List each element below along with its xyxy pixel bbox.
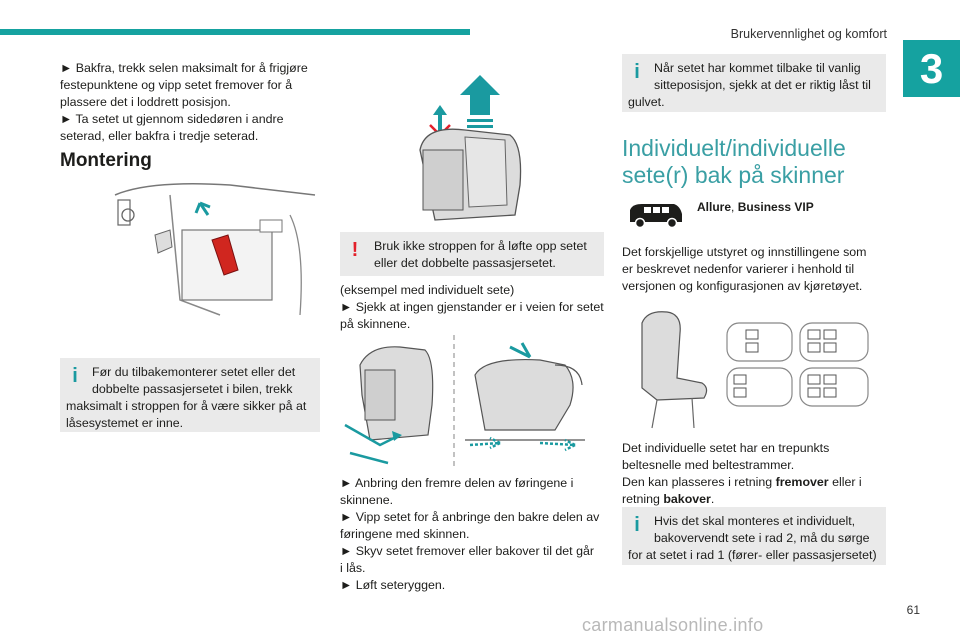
text-line: ► Skyv setet fremover eller bakover til …: [340, 544, 594, 558]
text-line: sitteposisjon, sjekk at det er riktig lå…: [654, 78, 871, 92]
dir-backward: bakover: [663, 492, 711, 506]
text-line: ► Vipp setet for å anbringe den bakre de…: [340, 510, 600, 524]
col3-belt-info: Det individuelle setet har en trepunkts …: [622, 440, 892, 508]
col2-example: (eksempel med individuelt sete) ► Sjekk …: [340, 282, 604, 333]
info-note-remount: i Før du tilbakemonterer setet eller det…: [60, 358, 320, 432]
page-number: 61: [906, 603, 920, 617]
text-line: versjonen og konfigurasjonen av kjøretøy…: [622, 279, 863, 293]
van-icon: [626, 200, 684, 230]
info-note-locked: i Når setet har kommet tilbake til vanli…: [622, 54, 886, 112]
info-icon: i: [634, 514, 640, 536]
trim-levels: Allure, Business VIP: [697, 200, 814, 214]
text-line: retning bakover.: [622, 491, 892, 508]
text-line: er beskrevet nedenfor varierer i henhold…: [622, 262, 855, 276]
text-line: Bruk ikke stroppen for å løfte opp setet: [374, 239, 587, 253]
col2-steps: ► Anbring den fremre delen av føringene …: [340, 475, 604, 594]
dir-forward: fremover: [775, 475, 829, 489]
illustration-seat-lift: [405, 55, 535, 225]
chapter-number-tab: 3: [903, 40, 960, 97]
text-line: Det forskjellige utstyret og innstilling…: [622, 245, 867, 259]
heading-montering: Montering: [60, 150, 152, 171]
text-line: ► Bakfra, trekk selen maksimalt for å fr…: [60, 61, 308, 75]
text-line: ► Ta setet ut gjennom sidedøren i andre: [60, 112, 284, 126]
text-line: Det individuelle setet har en trepunkts: [622, 441, 830, 455]
text-line: (eksempel med individuelt sete): [340, 283, 515, 297]
text-line: festepunktene og vipp setet fremover for…: [60, 78, 293, 92]
text-line: skinnene.: [340, 493, 394, 507]
dir-text: eller i: [828, 475, 862, 489]
text-line: bakovervendt sete i rad 2, må du sørge: [654, 531, 870, 545]
warning-note-strap: ! Bruk ikke stroppen for å løfte opp set…: [340, 232, 604, 276]
col3-description: Det forskjellige utstyret og innstilling…: [622, 244, 892, 295]
trim-business-vip: Business VIP: [737, 200, 814, 214]
heading-line: Individuelt/individuelle: [622, 135, 846, 161]
illustration-seat-anchor: [110, 175, 320, 320]
illustration-seat-rails: [340, 335, 598, 470]
trim-separator: ,: [731, 200, 738, 214]
trim-allure: Allure: [697, 200, 732, 214]
text-line: dobbelte passasjersetet i bilen, trekk: [92, 382, 293, 396]
text-line: eller det dobbelte passasjersetet.: [374, 256, 556, 270]
text-line: plassere det i loddrett posisjon.: [60, 95, 231, 109]
text-line: ► Løft seteryggen.: [340, 578, 446, 592]
text-line: ► Anbring den fremre delen av føringene …: [340, 476, 574, 490]
heading-individual-seats: Individuelt/individuelle sete(r) bak på …: [622, 135, 892, 189]
text-line: på skinnene.: [340, 317, 411, 331]
text-line: Før du tilbakemonterer setet eller det: [92, 365, 296, 379]
text-line: gulvet.: [628, 95, 665, 109]
section-title: Brukervennlighet og komfort: [730, 27, 887, 41]
text-line: beltesnelle med beltestrammer.: [622, 458, 795, 472]
text-line: maksimalt i stroppen for å være sikker p…: [66, 399, 307, 413]
text-line: Når setet har kommet tilbake til vanlig: [654, 61, 861, 75]
text-line: føringene med skinnen.: [340, 527, 470, 541]
text-line: låsesystemet er inne.: [66, 416, 184, 430]
illustration-seat-layouts: [622, 308, 882, 433]
header-accent-bar: [0, 29, 470, 35]
text-line: i lås.: [340, 561, 366, 575]
text-line: seterad, eller bakfra i tredje seterad.: [60, 129, 259, 143]
text-line: Hvis det skal monteres et individuelt,: [654, 514, 856, 528]
watermark: carmanualsonline.info: [582, 615, 764, 635]
info-icon: i: [72, 365, 78, 387]
text-line: Den kan plasseres i retning fremover ell…: [622, 474, 892, 491]
dir-text: .: [710, 492, 715, 506]
info-note-rear-facing: i Hvis det skal monteres et individuelt,…: [622, 507, 886, 565]
heading-line: sete(r) bak på skinner: [622, 162, 845, 188]
warning-icon: !: [351, 239, 359, 261]
text-line: for at setet i rad 1 (fører- eller passa…: [628, 548, 877, 562]
dir-text: retning: [622, 492, 664, 506]
col1-intro: ► Bakfra, trekk selen maksimalt for å fr…: [60, 60, 320, 145]
dir-text: Den kan plasseres i retning: [622, 475, 776, 489]
info-icon: i: [634, 61, 640, 83]
text-line: ► Sjekk at ingen gjenstander er i veien …: [340, 300, 604, 314]
